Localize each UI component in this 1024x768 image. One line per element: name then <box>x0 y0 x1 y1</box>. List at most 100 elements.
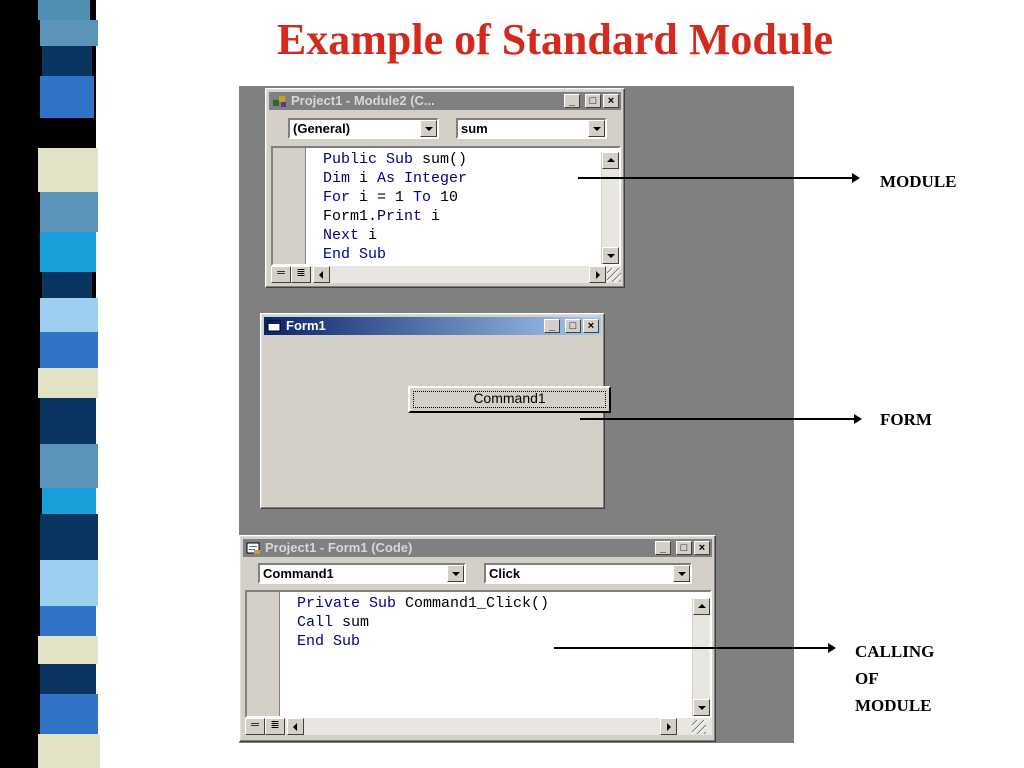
object-combo[interactable]: Command1 <box>258 563 466 584</box>
horizontal-scrollbar[interactable]: ═ ≣ <box>245 718 712 735</box>
code-line: Private Sub Command1_Click() <box>297 595 550 612</box>
vb-screenshot: Project1 - Module2 (C... _ □ × (General)… <box>239 86 794 743</box>
strip-block <box>42 488 96 514</box>
object-combo-value: Command1 <box>263 566 334 581</box>
maximize-button[interactable]: □ <box>565 319 581 333</box>
module-arrow <box>578 173 860 183</box>
scroll-left-button[interactable] <box>287 718 304 735</box>
scroll-down-button[interactable] <box>693 699 710 716</box>
strip-block <box>40 560 98 606</box>
scroll-up-button[interactable] <box>693 598 710 615</box>
form-code-titlebar[interactable]: Project1 - Form1 (Code) _ □ × <box>243 539 712 557</box>
code-line: Dim i As Integer <box>323 170 468 187</box>
chevron-down-icon[interactable] <box>420 120 437 137</box>
full-module-view-icon[interactable]: ≣ <box>265 718 285 735</box>
full-module-view-icon[interactable]: ≣ <box>291 266 311 283</box>
close-button[interactable]: × <box>694 541 710 555</box>
vertical-scrollbar[interactable] <box>601 152 619 264</box>
code-window-icon <box>246 542 260 554</box>
scroll-down-button[interactable] <box>602 247 619 264</box>
strip-block <box>40 192 98 232</box>
chevron-down-icon[interactable] <box>588 120 605 137</box>
procedure-view-icon[interactable]: ═ <box>245 718 265 735</box>
object-combo[interactable]: (General) <box>288 118 439 139</box>
strip-block <box>40 514 98 560</box>
command1-label: Command1 <box>473 390 546 406</box>
code-line: End Sub <box>323 246 387 263</box>
object-combo-value: (General) <box>293 121 351 136</box>
calling-label-line: MODULE <box>855 696 932 715</box>
calling-label-line: CALLING <box>855 642 935 661</box>
strip-block <box>40 444 98 488</box>
module-window-title: Project1 - Module2 (C... <box>291 93 435 108</box>
module-window-titlebar[interactable]: Project1 - Module2 (C... _ □ × <box>269 92 621 110</box>
scroll-left-button[interactable] <box>313 266 330 283</box>
code-line: For i = 1 To 10 <box>323 189 459 206</box>
strip-block <box>38 636 98 664</box>
form-arrow <box>580 414 862 424</box>
code-margin <box>247 592 280 716</box>
strip-block <box>40 76 94 118</box>
decorative-strip <box>0 0 120 768</box>
strip-block <box>40 398 96 444</box>
focus-rectangle <box>413 391 606 408</box>
strip-block <box>38 368 98 398</box>
procedure-combo-value: Click <box>489 566 521 581</box>
procedure-combo[interactable]: sum <box>456 118 607 139</box>
command1-button[interactable]: Command1 <box>408 386 611 413</box>
code-line: Form1.Print i <box>323 208 441 225</box>
strip-block <box>42 46 92 76</box>
strip-block <box>40 298 98 332</box>
strip-block <box>40 664 96 694</box>
horizontal-scrollbar[interactable]: ═ ≣ <box>271 266 621 283</box>
form-code-title: Project1 - Form1 (Code) <box>265 540 413 555</box>
maximize-button[interactable]: □ <box>585 94 601 108</box>
minimize-button[interactable]: _ <box>544 319 560 333</box>
strip-block <box>38 148 98 192</box>
slide-title: Example of Standard Module <box>276 15 834 64</box>
resize-grip-icon[interactable] <box>692 720 706 734</box>
close-button[interactable]: × <box>603 94 619 108</box>
form-code-window: Project1 - Form1 (Code) _ □ × Command1 C… <box>239 535 716 742</box>
strip-block <box>40 694 98 734</box>
form1-window: Form1 _ □ × Command1 <box>260 313 611 509</box>
scroll-right-button[interactable] <box>589 266 606 283</box>
strip-block <box>40 332 98 368</box>
strip-block <box>40 606 96 636</box>
module-code-window: Project1 - Module2 (C... _ □ × (General)… <box>265 88 625 288</box>
procedure-view-icon[interactable]: ═ <box>271 266 291 283</box>
scroll-up-button[interactable] <box>602 152 619 169</box>
resize-grip-icon[interactable] <box>607 268 621 282</box>
chevron-down-icon[interactable] <box>447 565 464 582</box>
code-line: Public Sub sum() <box>323 151 468 168</box>
procedure-combo[interactable]: Click <box>484 563 692 584</box>
strip-block <box>40 232 96 272</box>
code-line: End Sub <box>297 633 361 650</box>
form1-title: Form1 <box>286 318 326 333</box>
vertical-scrollbar[interactable] <box>692 598 710 716</box>
calling-label-line: OF <box>855 669 879 688</box>
strip-block <box>38 734 100 768</box>
form1-titlebar[interactable]: Form1 _ □ × <box>264 317 601 335</box>
minimize-button[interactable]: _ <box>564 94 580 108</box>
project-icon <box>273 96 286 107</box>
procedure-combo-value: sum <box>461 121 488 136</box>
form-icon <box>267 320 281 332</box>
code-margin <box>273 148 306 264</box>
form-label: FORM <box>880 410 932 429</box>
code-line: Next i <box>323 227 378 244</box>
strip-block <box>38 0 90 20</box>
scroll-right-button[interactable] <box>660 718 677 735</box>
close-button[interactable]: × <box>583 319 599 333</box>
code-line: Call sum <box>297 614 370 631</box>
chevron-down-icon[interactable] <box>673 565 690 582</box>
maximize-button[interactable]: □ <box>676 541 692 555</box>
strip-block <box>40 20 98 46</box>
minimize-button[interactable]: _ <box>655 541 671 555</box>
calling-label: CALLING OF MODULE <box>855 638 934 719</box>
calling-arrow <box>554 643 836 653</box>
